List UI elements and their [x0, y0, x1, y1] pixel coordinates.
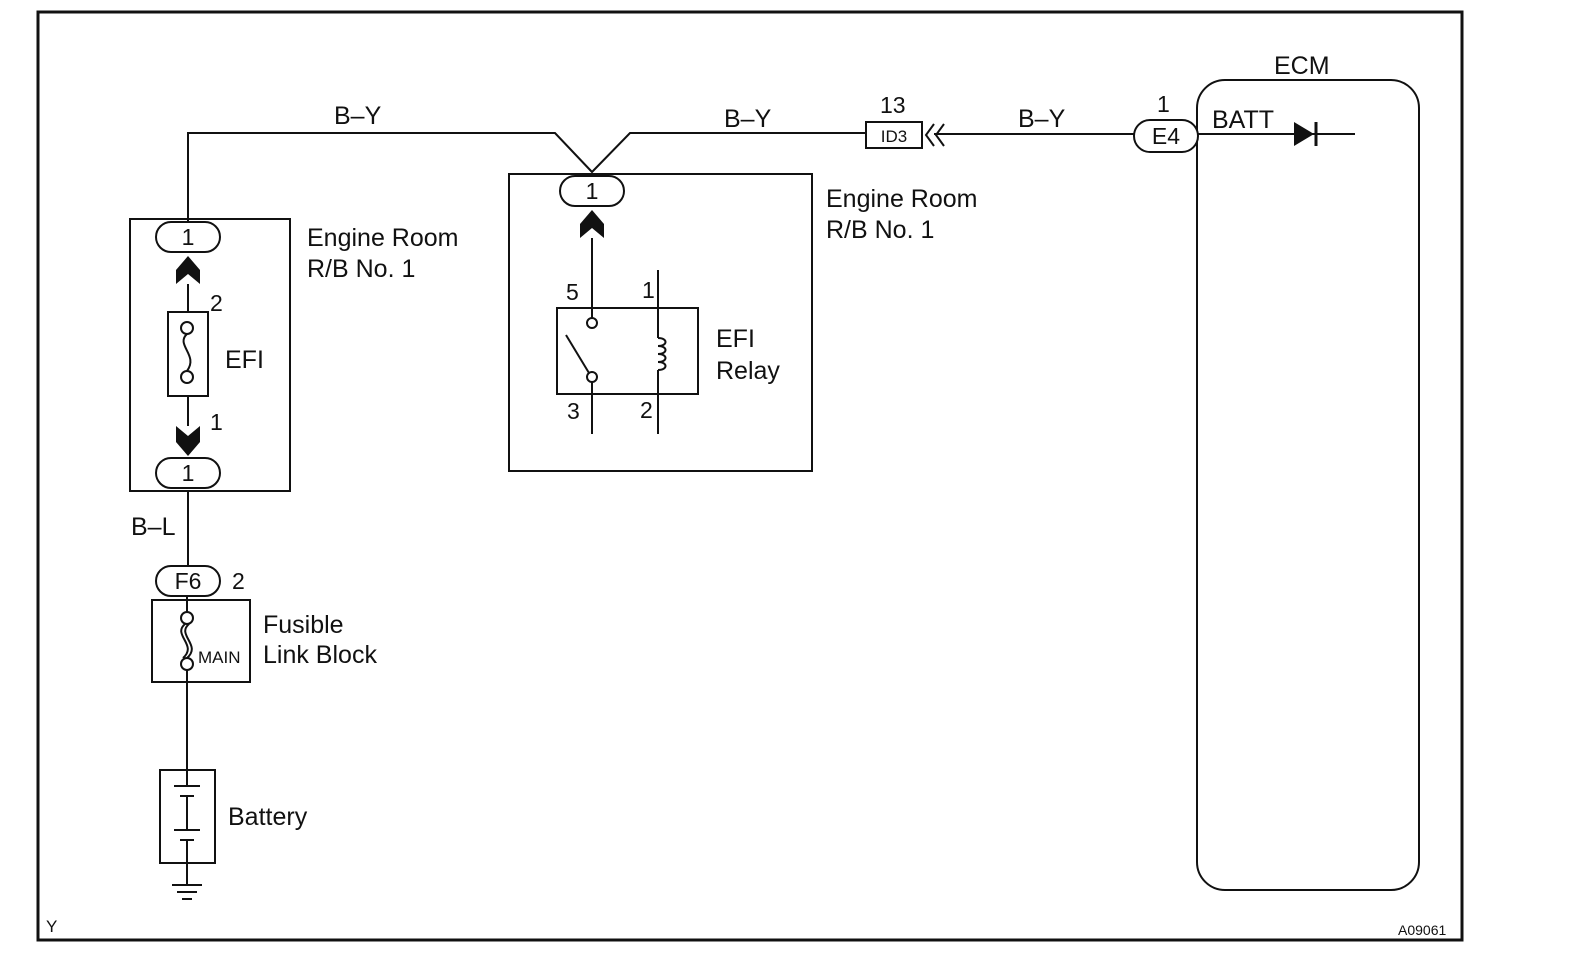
relay-box-center-title-line2: R/B No. 1 [826, 216, 934, 244]
relay-switch-icon [565, 334, 590, 374]
connector-top-left-pin: 1 [182, 224, 195, 250]
fusible-link-label-line1: Fusible [263, 611, 344, 639]
fusible-link-block: F6 2 MAIN [151, 565, 251, 683]
junction-connector-icon [924, 123, 945, 147]
wire-label-b-l: B–L [131, 513, 176, 541]
connector-f6-label: F6 [175, 568, 202, 594]
connector-e4-label: E4 [1152, 123, 1180, 149]
wire-label-b-y-mid: B–Y [724, 105, 772, 133]
relay-pin-3: 3 [567, 398, 580, 424]
relay-coil-icon [657, 337, 667, 371]
efi-fuse-label: EFI [225, 346, 264, 374]
junction-id3: ID3 [865, 121, 945, 149]
connector-center-pin: 1 [586, 178, 599, 204]
wire-label-b-y-right: B–Y [1018, 105, 1066, 133]
corner-label-right: A09061 [1398, 922, 1446, 938]
relay-contact-5 [586, 317, 598, 329]
fuse-pin-top: 2 [210, 290, 223, 316]
connector-center [559, 175, 625, 207]
wire-b-y [187, 132, 1355, 222]
diode-icon [1294, 122, 1314, 146]
diagram-frame [36, 10, 1464, 942]
main-fuse-terminal-top [180, 611, 194, 625]
connector-center-arrow-icon [580, 210, 604, 238]
connector-e4-pin: 1 [1157, 91, 1170, 117]
ecm-terminal-batt: BATT [1212, 106, 1274, 134]
connector-bottom-left [155, 457, 221, 489]
efi-relay-label-line1: EFI [716, 325, 755, 353]
fuse-pin-bottom: 1 [210, 409, 223, 435]
relay-box-left-title-line2: R/B No. 1 [307, 255, 415, 283]
ecm: E4 [1133, 79, 1420, 891]
battery-label: Battery [228, 803, 308, 831]
connector-arrow-up-icon [176, 256, 200, 284]
relay-pin-5: 5 [566, 279, 579, 305]
connector-e4 [1133, 119, 1199, 153]
efi-fuse-terminal-top [180, 321, 194, 335]
wire-label-b-y-left: B–Y [334, 102, 382, 130]
connector-f6-pin: 2 [232, 568, 245, 594]
main-fuse-element-icon [180, 623, 193, 659]
junction-id3-label: ID3 [881, 127, 907, 146]
relay-contact-3 [586, 371, 598, 383]
corner-label-left: Y [46, 917, 57, 936]
efi-relay-body [556, 307, 699, 395]
main-fuse-label: MAIN [198, 648, 241, 667]
efi-relay-label-line2: Relay [716, 357, 780, 385]
relay-box-left-title-line1: Engine Room [307, 224, 458, 252]
relay-pin-2: 2 [640, 397, 653, 423]
relay-box-center-title-line1: Engine Room [826, 185, 977, 213]
relay-pin-1: 1 [642, 277, 655, 303]
efi-fuse-element-icon [182, 333, 192, 372]
battery [159, 769, 216, 900]
connector-arrow-down-icon [176, 426, 200, 456]
main-fuse-terminal-bottom [180, 657, 194, 671]
relay-box-center: 1 5 1 3 2 [508, 173, 813, 472]
efi-fuse-terminal-bottom [180, 370, 194, 384]
ecm-title: ECM [1274, 52, 1330, 80]
connector-top-left [155, 221, 221, 253]
relay-box-left: 1 2 EFI 1 1 [129, 218, 291, 492]
junction-id3-pin: 13 [880, 92, 906, 118]
fusible-link-label-line2: Link Block [263, 641, 377, 669]
connector-bottom-left-pin: 1 [182, 460, 195, 486]
